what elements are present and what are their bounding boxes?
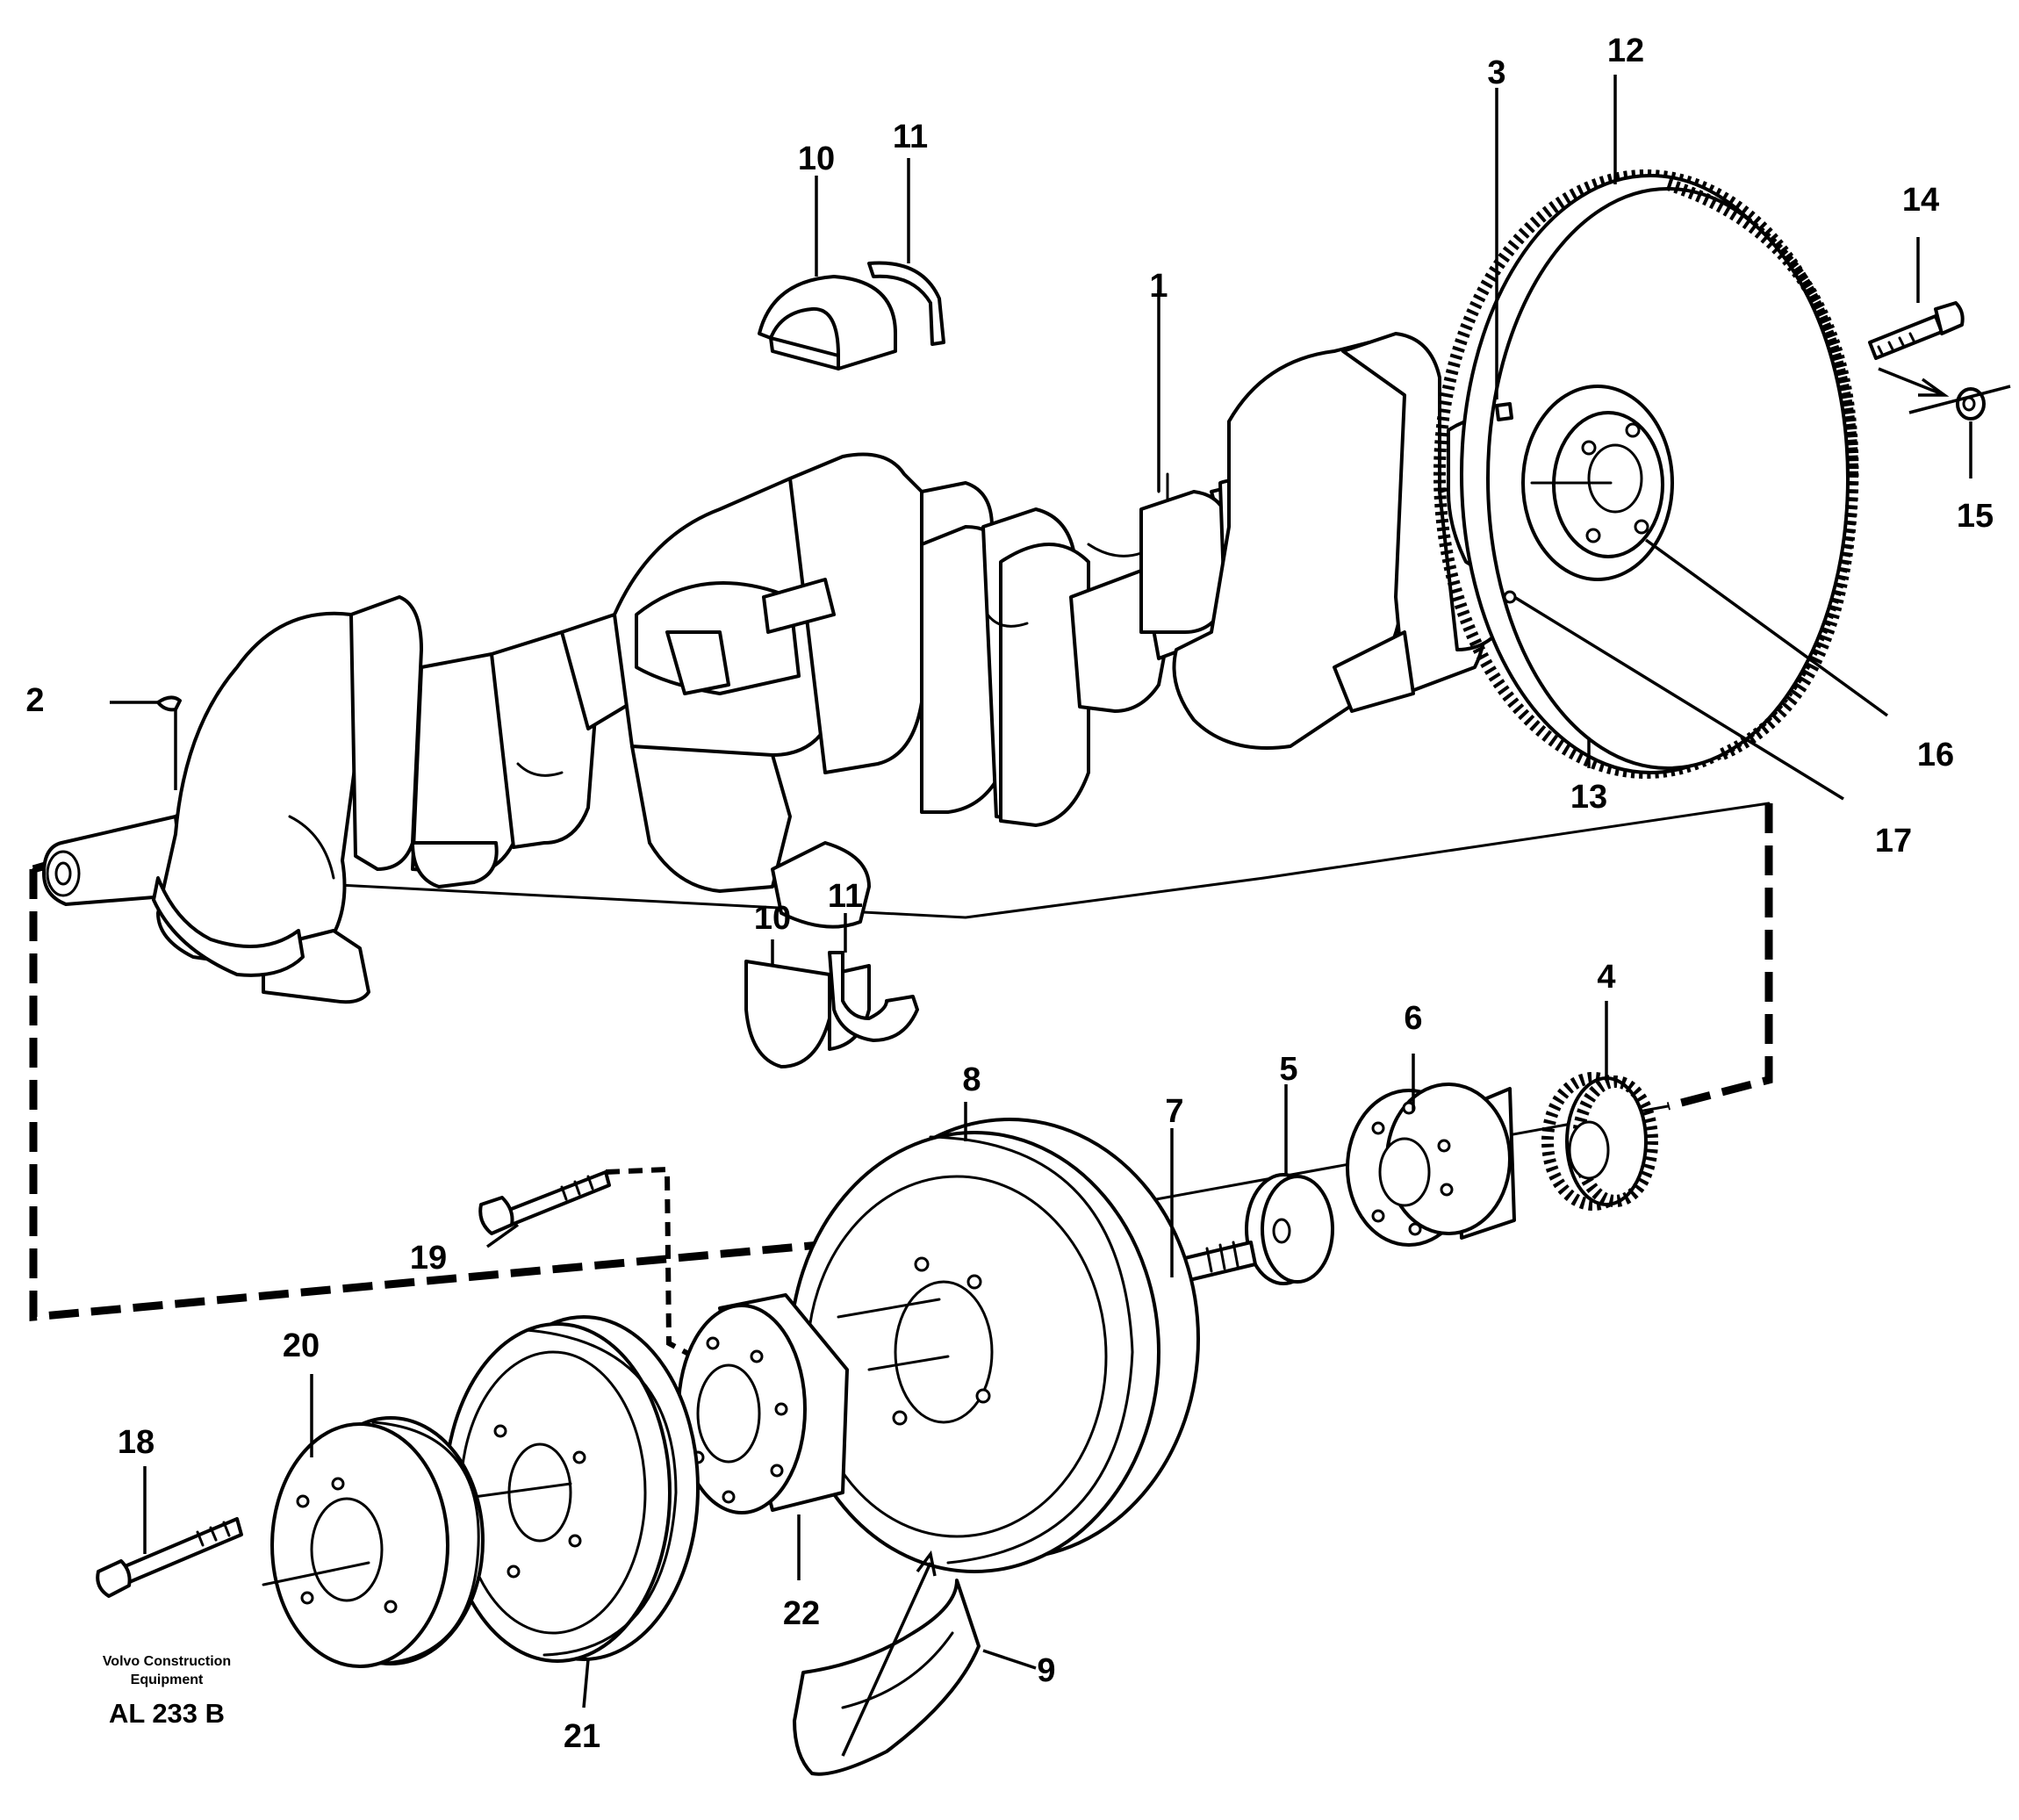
callout-19: 19	[410, 1240, 447, 1277]
callout-14: 14	[1902, 182, 1939, 219]
illustration-code: AL 233 B	[109, 1698, 225, 1729]
spacer-bolt	[478, 1170, 611, 1235]
flywheel-assembly	[1433, 169, 1859, 779]
callout-2: 2	[25, 682, 44, 719]
assembly-link-line-top	[32, 802, 1771, 919]
callout-11a: 11	[893, 119, 928, 155]
callout-6: 6	[1404, 1000, 1422, 1037]
callout-21: 21	[564, 1718, 600, 1755]
bolt-direction-arrow	[1878, 367, 2011, 414]
bolt-19-dashed-line	[605, 1166, 695, 1359]
pulley-bolt	[96, 1517, 243, 1598]
assembly-dashed-line-right	[1666, 803, 1773, 1111]
callout-20: 20	[283, 1327, 320, 1364]
callout-22: 22	[783, 1595, 820, 1632]
callout-11b: 11	[828, 878, 863, 915]
callout-1: 1	[1149, 268, 1168, 305]
callout-3: 3	[1487, 54, 1505, 91]
callout-17: 17	[1875, 823, 1912, 860]
crankshaft-hub	[1346, 1083, 1516, 1247]
leader-lines	[110, 75, 1972, 1757]
thrust-washer-lower	[828, 951, 919, 1042]
publisher-imprint: Volvo Construction Equipment AL 233 B	[103, 1654, 231, 1729]
callout-4: 4	[1597, 959, 1615, 996]
callout-16: 16	[1917, 737, 1954, 773]
callout-9: 9	[1037, 1652, 1055, 1689]
callout-labels: 1 2 3 4 5 6 7 8 9 10 10 11 11 12 13 14 1…	[25, 32, 1994, 1755]
center-washer	[1245, 1173, 1334, 1285]
woodruff-key	[156, 695, 182, 712]
large-pulley	[788, 1118, 1200, 1573]
callout-15: 15	[1957, 498, 1994, 535]
imprint-line-1: Volvo Construction	[103, 1654, 231, 1669]
thrust-washer-upper	[867, 261, 945, 346]
callout-8: 8	[962, 1061, 981, 1098]
callout-7: 7	[1165, 1093, 1183, 1130]
callout-5: 5	[1279, 1051, 1297, 1088]
callout-13: 13	[1570, 779, 1607, 816]
callout-10b: 10	[754, 900, 791, 937]
crankshaft-gear	[1541, 1072, 1658, 1211]
pulley-segment	[793, 1579, 981, 1776]
callout-18: 18	[118, 1424, 154, 1461]
flywheel-bolt	[1868, 301, 1965, 360]
pulley	[443, 1315, 700, 1663]
pulley-spacer	[677, 1293, 849, 1514]
callout-10a: 10	[798, 140, 835, 177]
crankshaft	[42, 332, 1529, 1004]
front-pulley	[262, 1416, 485, 1668]
main-bearing-shell-upper	[758, 275, 897, 370]
imprint-line-2: Equipment	[131, 1673, 204, 1687]
callout-12: 12	[1607, 32, 1644, 69]
